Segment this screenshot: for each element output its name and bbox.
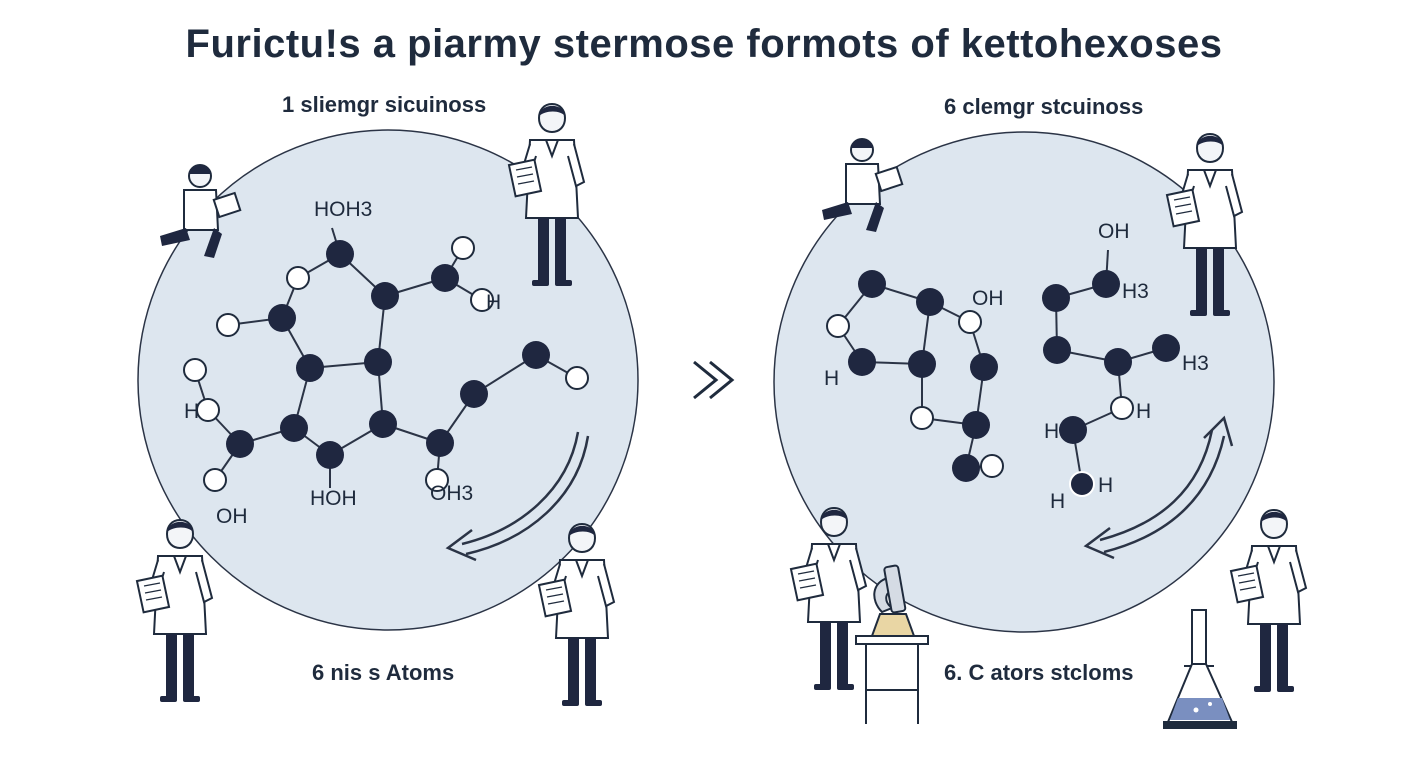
svg-text:H3: H3 [1182,352,1209,375]
left-bottom-label: 6 nis s Atoms [312,660,455,685]
svg-text:OH: OH [1098,220,1130,243]
svg-text:H3: H3 [1122,280,1149,303]
left-molecule-circle [137,129,639,631]
right-bottom-label: 6. C ators stcloms [944,660,1134,685]
svg-text:H: H [184,400,199,423]
right-molecule-circle [773,131,1275,633]
svg-text:H: H [1044,420,1059,443]
flask-icon [1163,609,1237,729]
svg-text:H: H [1098,474,1113,497]
svg-text:H: H [1136,400,1151,423]
cycle-arrow-icon [445,431,590,562]
right-atom-labels: OH OH H3 H H3 H H H H [824,220,1209,513]
scientist-icon [135,519,213,703]
left-atom-labels: HOH3 H H OH HOH OH3 [184,198,501,528]
svg-text:HOH: HOH [310,487,357,510]
right-molecule-atoms [826,270,1180,497]
svg-text:H: H [824,367,839,390]
right-top-label: 6 clemgr stcuinoss [944,94,1144,119]
svg-text:OH: OH [972,287,1004,310]
cycle-arrow-icon [1083,415,1234,560]
transform-arrow-icon [693,360,735,400]
svg-text:OH: OH [216,505,248,528]
left-top-label: 1 sliemgr sicuinoss [282,92,487,117]
page-title: Furictu!s a piarmy stermose formots of k… [185,22,1223,66]
left-molecule-atoms [183,236,589,492]
svg-text:H: H [1050,490,1065,513]
svg-text:OH3: OH3 [430,482,473,505]
svg-text:HOH3: HOH3 [314,198,372,221]
scientist-icon [1229,509,1307,693]
microscope-icon [855,564,929,724]
svg-text:H: H [486,291,501,314]
